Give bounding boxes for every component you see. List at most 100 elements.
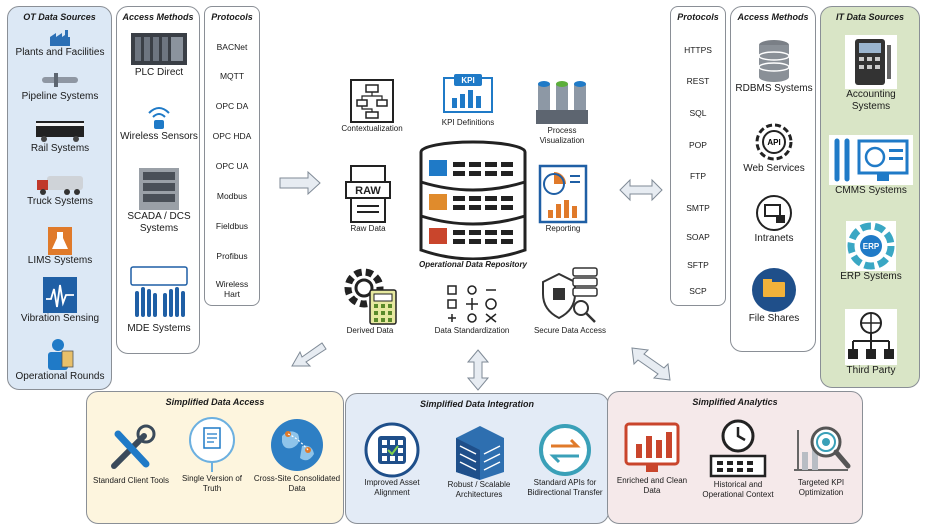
ot-protocol-item: BACNet [216, 42, 248, 52]
tools-icon [111, 424, 156, 469]
pipeline-icon [42, 73, 78, 87]
database-icon [758, 40, 790, 82]
ot-data-sources-panel: OT Data Sources Plants and Facilities Pi… [7, 6, 112, 390]
asset-grid-icon [364, 422, 420, 478]
ot-item-truck: Truck Systems [10, 172, 110, 208]
kpi-badge-text: KPI [461, 76, 474, 85]
tools-monitor-icon [829, 135, 913, 185]
vertical-arrow-center [466, 349, 490, 391]
repository-label: Operational Data Repository [418, 260, 528, 269]
ot-item-rounds: Operational Rounds [10, 337, 110, 383]
analytics-item-label: Enriched and Clean Data [616, 476, 688, 495]
file-share-icon [752, 268, 796, 312]
it-source-accounting: Accounting Systems [823, 35, 919, 113]
simplified-data-access-title: Simplified Data Access [165, 397, 265, 407]
raw-badge-text: RAW [355, 185, 381, 197]
ot-protocol-item: OPC HDA [212, 131, 252, 141]
derived-data: Derived Data [332, 266, 408, 336]
it-access-methods-title: Access Methods [737, 12, 809, 22]
analytics-item-label: Historical and Operational Context [702, 480, 774, 499]
kpi-icon: KPI [443, 74, 493, 113]
raw-file-icon: RAW [345, 165, 391, 223]
simplified-analytics-title: Simplified Analytics [692, 397, 778, 407]
ot-access-label: PLC Direct [134, 67, 184, 78]
repository-database-icon [419, 140, 527, 260]
it-access-label: Intranets [754, 233, 794, 244]
it-protocol-item: HTTPS [684, 45, 712, 55]
simplified-analytics-panel: Simplified Analytics Enriched and Clean … [607, 391, 863, 524]
ot-protocol-item: MQTT [219, 71, 245, 81]
operator-icon [48, 339, 74, 370]
it-data-sources-panel: IT Data Sources Accounting Systems CMMS … [820, 6, 920, 388]
integration-item-architectures: Robust / Scalable Architectures [434, 422, 524, 500]
it-access-intranets: Intranets [733, 193, 815, 245]
secure-data-access: Secure Data Access [522, 264, 618, 336]
ot-access-methods-panel: Access Methods PLC Direct Wireless Senso… [116, 6, 200, 354]
it-protocol-item: FTP [689, 171, 707, 181]
bidirectional-arrow-it [619, 178, 663, 202]
analytics-item-historical-context: Historical and Operational Context [694, 418, 782, 500]
simplified-data-access-panel: Simplified Data Access Standard Client T… [86, 391, 344, 524]
ot-access-mde: MDE Systems [119, 263, 199, 335]
integration-item-apis: Standard APIs for Bidirectional Transfer [522, 422, 608, 498]
flowchart-icon [350, 79, 394, 123]
ot-access-methods-title: Access Methods [122, 12, 194, 22]
ot-protocol-item: Profibus [216, 251, 248, 261]
flask-icon [48, 227, 72, 255]
magnifier-target-icon [794, 426, 851, 471]
it-protocol-item: REST [686, 76, 710, 86]
integration-item-asset-alignment: Improved Asset Alignment [352, 422, 432, 498]
it-access-label: Web Services [743, 163, 805, 174]
ot-item-pipeline: Pipeline Systems [10, 69, 110, 103]
globe-pins-icon [271, 419, 323, 471]
ot-item-label: Truck Systems [27, 196, 93, 207]
gear-calculator-icon [344, 268, 397, 325]
factory-icon [50, 30, 70, 46]
simplified-data-integration-panel: Simplified Data Integration Improved Ass… [345, 393, 609, 524]
it-data-sources-title: IT Data Sources [835, 12, 905, 22]
wireless-icon [148, 107, 170, 129]
scada-cabinet-icon [139, 168, 179, 210]
ot-item-vibration: Vibration Sensing [10, 277, 110, 325]
ot-item-lims: LIMS Systems [10, 227, 110, 267]
kpi-definitions-label: KPI Definitions [441, 118, 495, 127]
data-standardization: Data Standardization [424, 282, 520, 336]
secure-data-access-label: Secure Data Access [533, 326, 607, 335]
it-protocol-item: SMTP [686, 203, 710, 213]
ot-item-rail: Rail Systems [10, 117, 110, 155]
api-gear-icon: API [755, 123, 793, 161]
integration-item-label: Robust / Scalable Architectures [447, 480, 511, 499]
bidirectional-api-icon [539, 424, 591, 476]
ot-protocol-item: OPC DA [215, 101, 249, 111]
analytics-item-kpi-optimization: Targeted KPI Optimization [780, 420, 862, 498]
it-source-cmms: CMMS Systems [823, 135, 919, 197]
ot-access-scada: SCADA / DCS Systems [119, 167, 199, 235]
it-source-label: Accounting Systems [846, 89, 896, 112]
ot-item-label: Pipeline Systems [21, 91, 99, 102]
it-protocol-item: POP [689, 140, 707, 150]
erp-icon: ERP [846, 221, 896, 271]
process-visualization: Process Visualization [522, 76, 602, 146]
ot-protocol-item: Wireless Hart [215, 279, 249, 299]
right-arrow-ot [279, 170, 321, 196]
access-item-client-tools: Standard Client Tools [91, 422, 171, 486]
it-access-label: RDBMS Systems [735, 83, 813, 94]
ot-item-label: Rail Systems [30, 143, 90, 154]
ot-access-label: Wireless Sensors [120, 131, 198, 142]
ot-protocol-item: Modbus [216, 191, 248, 201]
ot-access-label: MDE Systems [127, 323, 191, 334]
vibration-sensor-icon [43, 277, 77, 313]
ot-item-label: Operational Rounds [15, 371, 105, 382]
operational-data-repository: Operational Data Repository [406, 140, 540, 270]
intranet-icon [756, 195, 792, 231]
ot-protocols-title: Protocols [211, 12, 253, 22]
it-source-third-party: Third Party [823, 309, 919, 377]
ot-data-sources-title: OT Data Sources [23, 12, 96, 22]
it-access-label: File Shares [748, 313, 800, 324]
it-source-label: Third Party [846, 365, 896, 376]
report-chart-icon [538, 164, 588, 224]
network-globe-icon [845, 309, 897, 365]
hands-keyboard-icon [130, 266, 188, 317]
clock-server-icon [709, 419, 767, 478]
plc-icon [131, 33, 187, 65]
